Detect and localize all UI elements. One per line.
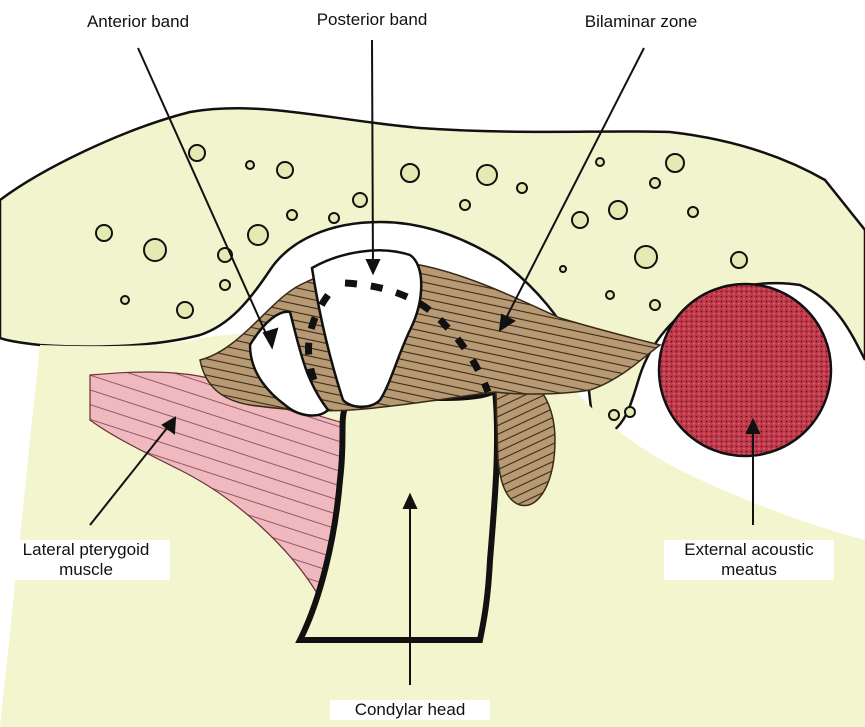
lateral-pterygoid-line-1: Lateral pterygoid <box>2 540 170 560</box>
external-acoustic-line-1: External acoustic <box>664 540 834 560</box>
external-acoustic-line-2: meatus <box>664 560 834 580</box>
lateral-pterygoid-line-2: muscle <box>2 560 170 580</box>
label-anterior-band: Anterior band <box>62 12 214 32</box>
label-condylar-head: Condylar head <box>330 700 490 720</box>
label-posterior-band: Posterior band <box>292 10 452 30</box>
label-bilaminar-zone: Bilaminar zone <box>562 12 720 32</box>
label-external-acoustic-meatus: External acoustic meatus <box>664 540 834 580</box>
label-lateral-pterygoid-muscle: Lateral pterygoid muscle <box>2 540 170 580</box>
external-acoustic-meatus <box>659 284 831 456</box>
